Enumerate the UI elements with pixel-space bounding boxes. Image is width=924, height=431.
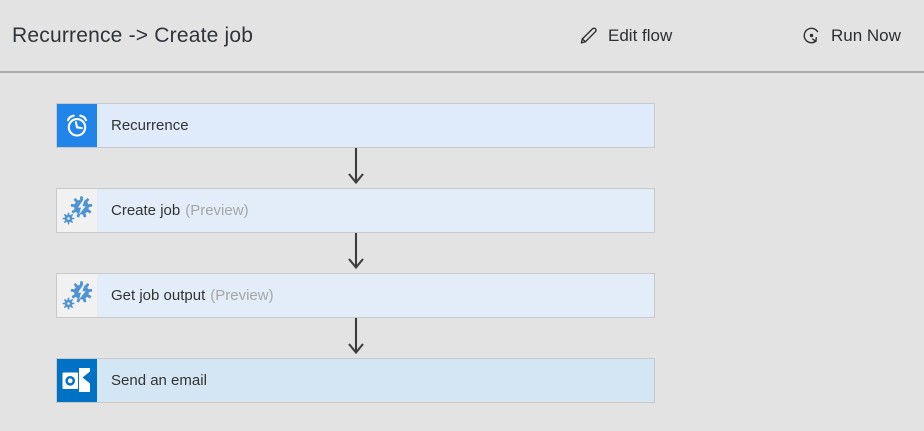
- pencil-icon: [578, 25, 599, 46]
- automation-gears-icon: [57, 189, 97, 232]
- step-preview-tag: (Preview): [210, 287, 274, 304]
- step-label: Recurrence: [111, 117, 189, 134]
- flow-step-get-job-output[interactable]: Get job output (Preview): [56, 273, 655, 318]
- run-now-label: Run Now: [831, 25, 901, 45]
- step-label: Get job output: [111, 287, 206, 304]
- flow-diagram: Recurrence: [0, 73, 924, 431]
- step-label: Create job: [111, 202, 181, 219]
- step-preview-tag: (Preview): [185, 202, 249, 219]
- connector-arrow-icon: [348, 233, 364, 270]
- flow-header: Recurrence -> Create job Edit flow Run N…: [0, 0, 924, 73]
- edit-flow-label: Edit flow: [608, 25, 673, 45]
- step-label: Send an email: [111, 372, 207, 389]
- connector-arrow-icon: [348, 148, 364, 185]
- page-title: Recurrence -> Create job: [12, 23, 254, 47]
- alarm-clock-icon: [57, 104, 97, 147]
- flow-step-send-an-email[interactable]: Send an email: [56, 358, 655, 403]
- edit-flow-button[interactable]: Edit flow: [578, 0, 672, 71]
- flow-step-recurrence[interactable]: Recurrence: [56, 103, 655, 148]
- flow-step-create-job[interactable]: Create job (Preview): [56, 188, 655, 233]
- automation-gears-icon: [57, 274, 97, 317]
- run-now-button[interactable]: Run Now: [801, 0, 901, 71]
- connector-arrow-icon: [348, 318, 364, 355]
- outlook-icon: [57, 359, 97, 402]
- run-circle-icon: [801, 25, 822, 46]
